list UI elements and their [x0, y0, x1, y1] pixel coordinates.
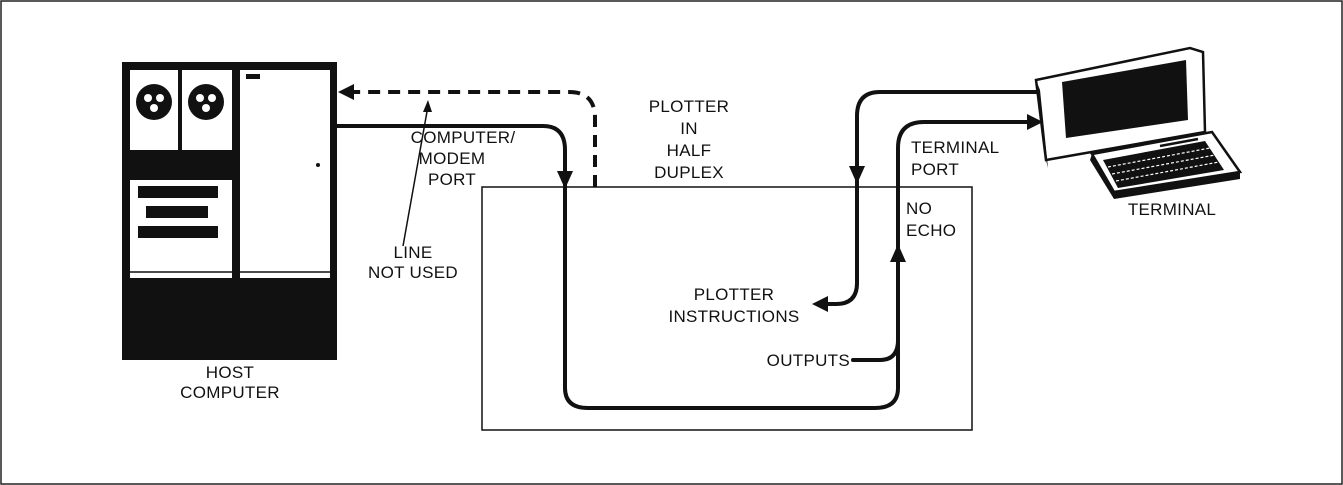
port-label-line2: MODEM [419, 149, 486, 168]
unused-label-line1: LINE [394, 243, 433, 262]
plotter-mode-line1: PLOTTER [649, 97, 730, 116]
unused-line-arrowhead [338, 84, 354, 100]
unused-pointer-tip [423, 100, 432, 112]
terminal-port-label-line2: PORT [911, 160, 959, 179]
instructions-label-line1: PLOTTER [694, 285, 775, 304]
port-label-line3: PORT [428, 170, 476, 189]
instructions-label-line2: INSTRUCTIONS [668, 307, 799, 326]
terminal-output-arrowhead [849, 166, 865, 184]
host-label-line2: COMPUTER [180, 383, 280, 402]
echo-label-line2: ECHO [906, 221, 956, 240]
terminal-port-label-line1: TERMINAL [911, 138, 999, 157]
host-computer-icon [122, 62, 337, 360]
plotter-mode-line2: IN [680, 119, 698, 138]
instructions-arrowhead [812, 296, 828, 312]
outputs-wire [853, 340, 898, 360]
terminal-label: TERMINAL [1128, 200, 1216, 219]
outputs-label: OUTPUTS [767, 351, 850, 370]
echo-arrowhead [890, 244, 906, 262]
plotter-mode-line3: HALF [667, 141, 712, 160]
plotter-mode-line4: DUPLEX [654, 163, 724, 182]
echo-label-line1: NO [906, 199, 932, 218]
terminal-icon [1036, 48, 1240, 199]
port-label-line1: COMPUTER/ [411, 128, 516, 147]
unused-label-line2: NOT USED [368, 263, 458, 282]
host-label-line1: HOST [206, 363, 254, 382]
